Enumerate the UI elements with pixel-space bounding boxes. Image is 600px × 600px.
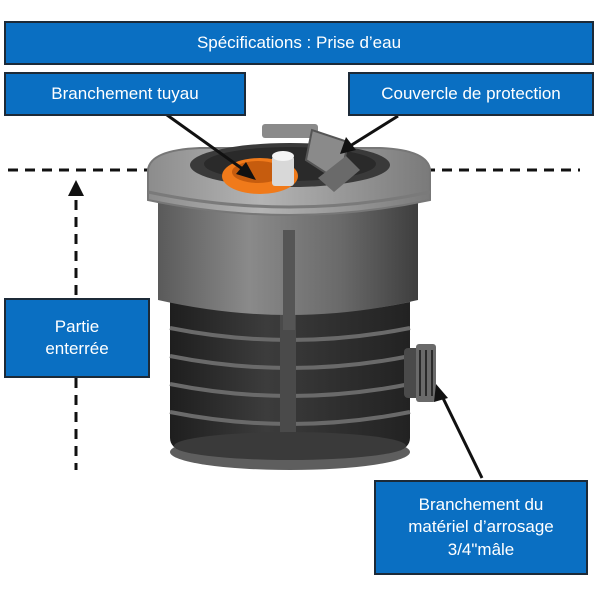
depth-arrow-head <box>68 180 84 196</box>
outlet-pointer-head <box>434 384 448 402</box>
cover-pointer-head <box>340 137 356 154</box>
protective-cover-text: Couvercle de protection <box>381 83 561 103</box>
watering-equipment-text-3: 3/4"mâle <box>447 539 515 559</box>
watering-equipment-text-1: Branchement du <box>418 495 544 515</box>
hose-connection-label: Branchement tuyau <box>4 72 246 116</box>
title-text: Spécifications : Prise d’eau <box>196 32 402 52</box>
buried-part-text-1: Partie <box>54 316 100 336</box>
title-banner: Spécifications : Prise d’eau <box>4 21 594 65</box>
hose-pointer-head <box>236 162 256 180</box>
watering-equipment-label: Branchement du matériel d’arrosage 3/4"m… <box>374 480 588 575</box>
buried-part-label: Partie enterrée <box>4 298 150 378</box>
side-threaded-outlet <box>404 344 436 402</box>
upper-body <box>158 195 418 330</box>
hose-pointer-line <box>159 108 245 172</box>
protective-cover-label: Couvercle de protection <box>348 72 594 116</box>
buried-part-text-2: enterrée <box>45 339 109 358</box>
hose-connection-text: Branchement tuyau <box>51 83 199 103</box>
watering-equipment-text-2: matériel d’arrosage <box>408 517 554 537</box>
outlet-pointer-line <box>440 395 484 479</box>
cover-pointer-line <box>349 114 399 148</box>
